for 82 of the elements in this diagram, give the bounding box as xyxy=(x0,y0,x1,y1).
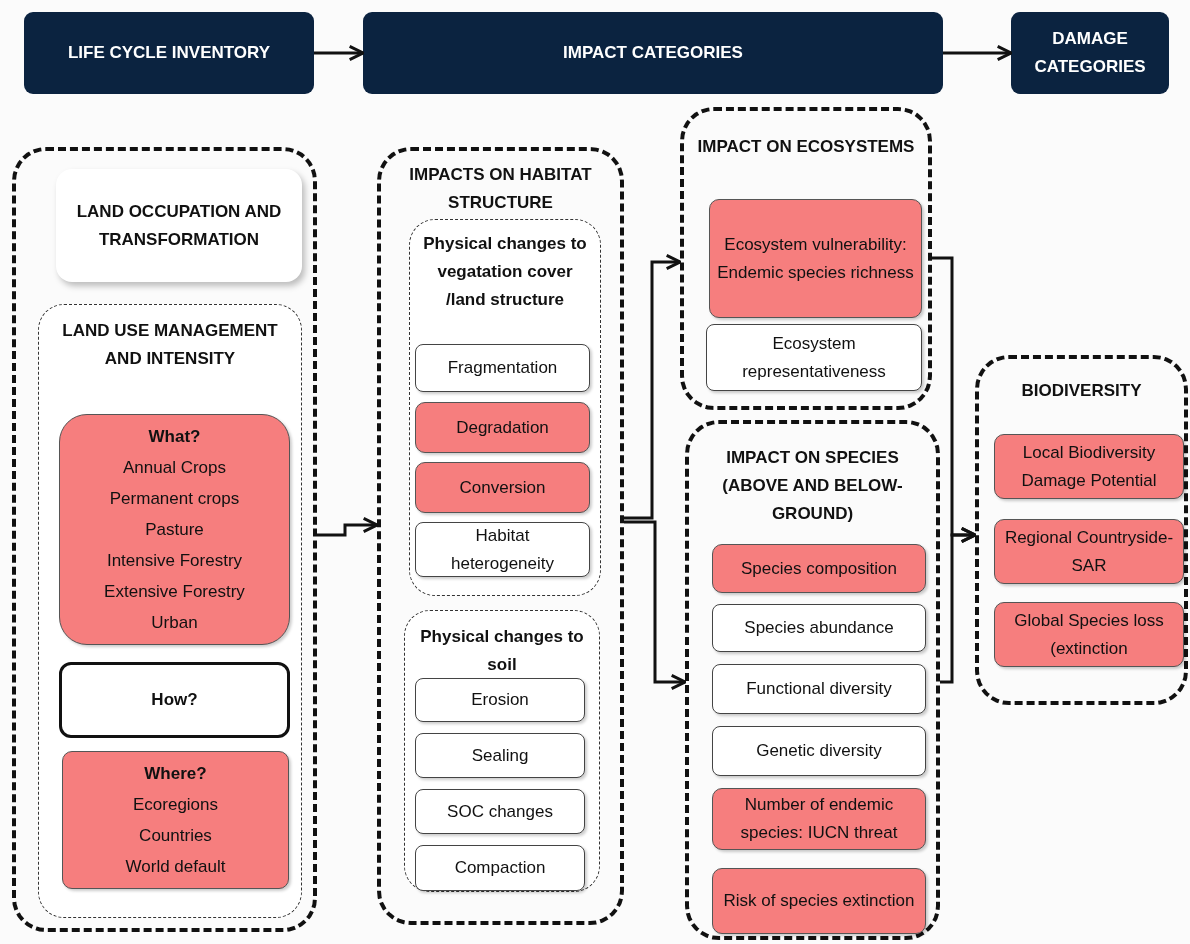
group-container xyxy=(38,304,302,918)
box-label: Ecosystem representativeness xyxy=(741,332,887,383)
arrow xyxy=(624,520,687,691)
process-box xyxy=(706,324,922,391)
box-label: SOC changes xyxy=(447,800,553,823)
highlighted-box xyxy=(709,199,922,318)
highlighted-box xyxy=(62,751,289,889)
group-container xyxy=(685,420,940,940)
box-heading: Where? xyxy=(144,763,207,785)
highlighted-box xyxy=(712,788,926,850)
box-label: Species abundance xyxy=(744,617,894,639)
process-box xyxy=(415,344,590,392)
box-label: Genetic diversity xyxy=(756,740,882,762)
box-label: LAND OCCUPATION AND TRANSFORMATION xyxy=(75,200,283,251)
arrow xyxy=(940,526,977,684)
arrow xyxy=(943,44,1013,62)
highlighted-box xyxy=(712,868,926,934)
group-heading: Physical changes to vegatation cover /land structure xyxy=(422,233,588,311)
process-box xyxy=(415,522,590,577)
box-label: Sealing xyxy=(471,744,529,767)
group-heading: BIODIVERSITY xyxy=(1020,380,1143,402)
box-label: Ecosystem vulnerability: Endemic species richness xyxy=(716,233,915,284)
highlighted-box xyxy=(415,462,590,513)
group-container xyxy=(680,107,932,410)
box-label: Intensive Forestry xyxy=(106,550,243,572)
header-label: DAMAGE CATEGORIES xyxy=(1033,28,1147,78)
box-label: Global Species loss (extinction xyxy=(1013,609,1165,660)
group-container xyxy=(12,147,317,932)
group-heading: IMPACT ON SPECIES (ABOVE AND BELOW-GROUND) xyxy=(721,447,904,525)
box-label: Annual Crops xyxy=(123,457,226,479)
arrow xyxy=(314,44,365,62)
box-label: Urban xyxy=(151,612,198,634)
process-box xyxy=(415,845,585,891)
arrow xyxy=(624,253,682,520)
box-label: Compaction xyxy=(454,857,546,879)
box-label: Degradation xyxy=(456,416,549,439)
highlighted-box xyxy=(59,414,290,645)
highlighted-box xyxy=(415,402,590,453)
process-box xyxy=(415,789,585,834)
box-label: Extensive Forestry xyxy=(104,581,245,603)
box-label: Ecoregions xyxy=(132,794,219,816)
group-heading: LAND USE MANAGEMENT AND INTENSITY xyxy=(61,320,279,370)
header-bar xyxy=(1011,12,1169,94)
highlighted-box xyxy=(712,544,926,593)
box-label: Fragmentation xyxy=(447,357,558,379)
header-bar xyxy=(24,12,314,94)
process-box xyxy=(712,604,926,652)
process-box xyxy=(59,662,290,738)
header-bar xyxy=(363,12,943,94)
group-heading: Physical changes to soil xyxy=(419,626,585,676)
box-label: Number of endemic species: IUCN threat xyxy=(739,794,899,844)
box-label: Permanent crops xyxy=(109,488,240,510)
group-heading: IMPACT ON ECOSYSTEMS xyxy=(696,136,916,158)
box-label: World default xyxy=(125,856,226,878)
box-heading: What? xyxy=(148,426,201,448)
process-box xyxy=(712,664,926,714)
header-label: IMPACT CATEGORIES xyxy=(563,42,743,64)
highlighted-box xyxy=(994,519,1184,584)
process-box xyxy=(56,169,302,282)
box-label: Erosion xyxy=(471,689,529,711)
box-label: Risk of species extinction xyxy=(723,890,915,912)
box-label: Regional Countryside-SAR xyxy=(1003,526,1175,577)
process-box xyxy=(712,726,926,776)
process-box xyxy=(415,733,585,778)
box-label: Functional diversity xyxy=(746,678,892,700)
box-label: Pasture xyxy=(145,519,204,541)
group-container xyxy=(409,219,601,596)
header-label: LIFE CYCLE INVENTORY xyxy=(67,42,271,64)
group-heading: IMPACTS ON HABITAT STRUCTURE xyxy=(408,164,593,214)
arrow xyxy=(317,516,379,537)
box-label: Local Biodiversity Damage Potential xyxy=(1020,441,1158,492)
highlighted-box xyxy=(994,434,1184,499)
box-label: Countries xyxy=(139,825,212,847)
process-box xyxy=(415,678,585,722)
group-container xyxy=(404,610,600,892)
box-label: Species composition xyxy=(741,557,897,580)
box-label: How? xyxy=(151,689,198,711)
group-container xyxy=(377,147,624,925)
box-label: Habitat heterogeneity xyxy=(450,524,555,575)
group-container xyxy=(975,355,1188,705)
box-label: Conversion xyxy=(459,476,546,499)
highlighted-box xyxy=(994,602,1184,667)
